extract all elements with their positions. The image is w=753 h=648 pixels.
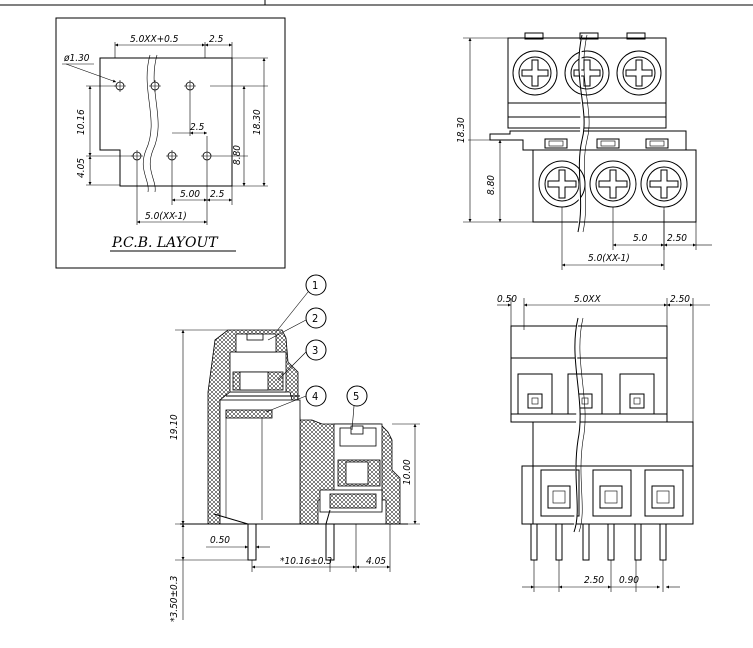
top-dim-880: 8.80	[486, 175, 497, 195]
pcb-dim-edge-top: 2.5	[209, 34, 224, 45]
front-lower-windows	[540, 469, 684, 517]
side-dim-405: 4.05	[366, 556, 386, 567]
side-left-cavity	[219, 399, 301, 525]
pcb-holes	[114, 80, 213, 162]
pcb-dim-inner-25: 2.5	[190, 122, 205, 133]
pcb-layout-panel: 5.0XX+0.5 2.5 ø1.30 10.16 4.05 2.5 8.80 …	[55, 17, 286, 269]
front-dim-250-top: 2.50	[670, 294, 690, 305]
top-upper-body	[507, 37, 667, 129]
top-dim-50: 5.0	[633, 233, 648, 244]
front-lower-body	[532, 421, 694, 525]
side-callouts: 1 2 3 4 5	[265, 274, 368, 431]
top-dim-pitch: 5.0(XX-1)	[588, 253, 630, 264]
pcb-dim-diameter: ø1.30	[63, 53, 90, 64]
top-lower-body	[489, 130, 697, 223]
side-upper-plate	[225, 409, 273, 419]
side-dim-1000: 10.00	[402, 459, 413, 485]
side-view: 1 2 3 4 5 19.10 10.00 0.50 *10.16±0.3 4.…	[169, 274, 420, 622]
pcb-dim-405: 4.05	[76, 158, 87, 178]
side-dim-050: 0.50	[210, 535, 230, 546]
side-pin-right	[325, 509, 335, 561]
pcb-dim-pitch-top: 5.0XX+0.5	[130, 34, 179, 45]
svg-text:4: 4	[312, 390, 318, 403]
pcb-dim-880: 8.80	[232, 145, 243, 165]
front-view: 0.50 5.0XX 2.50 2.50 0.90	[497, 294, 710, 592]
svg-text:2: 2	[312, 312, 318, 325]
side-dim-350: *3.50±0.3	[169, 575, 180, 622]
top-slots	[524, 32, 669, 149]
top-break-line	[577, 34, 585, 233]
front-pins	[530, 523, 667, 561]
pcb-dim-1830: 18.30	[252, 109, 263, 135]
svg-text:3: 3	[312, 344, 318, 357]
side-dim-1910: 19.10	[169, 414, 180, 440]
pcb-break-line	[142, 54, 152, 193]
pcb-frame	[55, 17, 286, 269]
pcb-outline	[99, 57, 233, 187]
pcb-dim-bot-pitch: 5.0(XX-1)	[145, 211, 187, 222]
svg-text:5: 5	[353, 390, 359, 403]
front-upper-windows	[517, 373, 655, 415]
pcb-layout-title: P.C.B. LAYOUT	[111, 235, 219, 251]
front-dim-090: 0.90	[619, 575, 639, 586]
front-break-line	[573, 317, 581, 533]
top-dim-250: 2.50	[667, 233, 687, 244]
pcb-dim-bot-25: 2.5	[210, 189, 225, 200]
pcb-dim-bot-500: 5.00	[180, 189, 200, 200]
pcb-dim-1016: 10.16	[76, 109, 87, 135]
front-dim-050: 0.50	[497, 294, 517, 305]
front-dim-250-bot: 2.50	[584, 575, 604, 586]
svg-text:1: 1	[312, 279, 318, 292]
front-dim-pitch: 5.0XX	[574, 294, 601, 305]
side-dim-1016: *10.16±0.3	[280, 556, 332, 567]
top-screws	[512, 50, 688, 208]
top-view: 18.30 8.80 5.0 2.50 5.0(XX-1)	[456, 32, 712, 270]
top-dim-1830: 18.30	[456, 117, 467, 143]
